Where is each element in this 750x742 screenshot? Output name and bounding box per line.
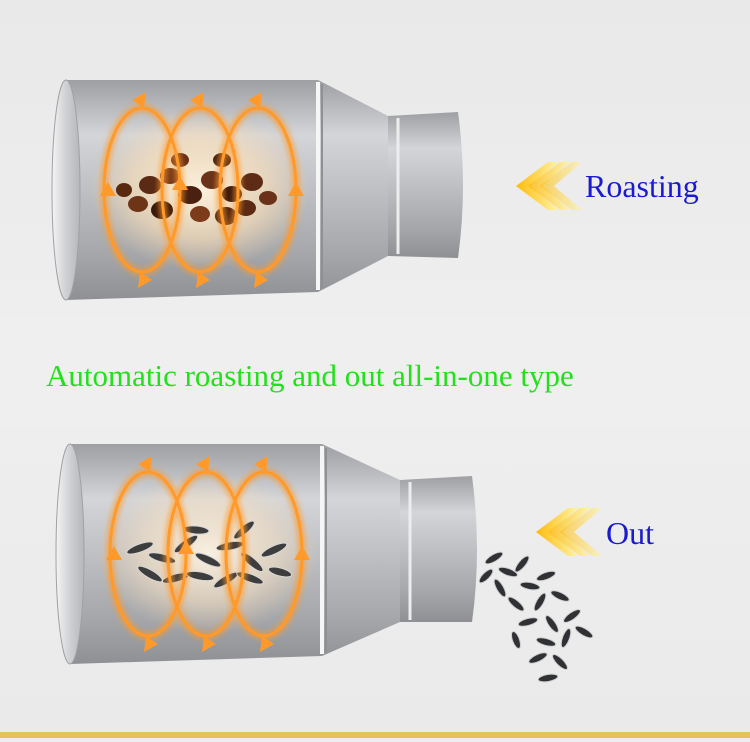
drum-neck	[400, 476, 477, 622]
direction-chevrons-roasting	[516, 162, 582, 210]
headline-text: Automatic roasting and out all-in-one ty…	[46, 358, 574, 393]
drum-end-cap	[51, 79, 81, 301]
seeds-pouring-out	[478, 551, 594, 683]
heat-glow	[90, 110, 310, 270]
roasting-drum-illustration	[0, 0, 750, 316]
drum-neck	[388, 112, 463, 258]
drum-end-cap	[55, 443, 85, 665]
bottom-accent-line	[0, 732, 750, 738]
out-label: Out	[606, 515, 654, 551]
heat-glow	[98, 474, 318, 634]
roasting-label: Roasting	[585, 168, 699, 204]
direction-chevrons-out	[536, 508, 602, 556]
headline-panel	[0, 316, 750, 426]
output-drum-illustration	[0, 426, 750, 742]
